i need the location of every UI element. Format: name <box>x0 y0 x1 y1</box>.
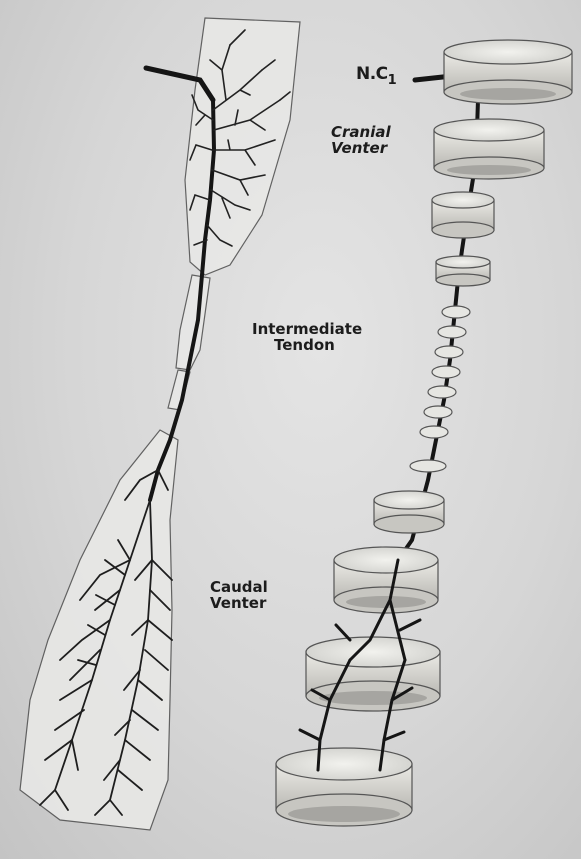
caudal-label-line2: Venter <box>210 596 268 612</box>
nerve-label: N.C1 <box>356 66 396 84</box>
right-sections <box>276 40 572 826</box>
caudal-venter-label: Caudal Venter <box>210 580 268 612</box>
cranial-venter-label: Cranial Venter <box>331 125 391 157</box>
intermediate-tendon-label: Intermediate Tendon <box>252 322 362 354</box>
nerve-label-text: N.C <box>356 64 388 84</box>
intermediate-label-line2: Tendon <box>252 338 362 354</box>
cranial-label-line2: Venter <box>331 141 391 157</box>
left-muscle <box>20 18 300 830</box>
nerve-label-subscript: 1 <box>388 73 397 88</box>
